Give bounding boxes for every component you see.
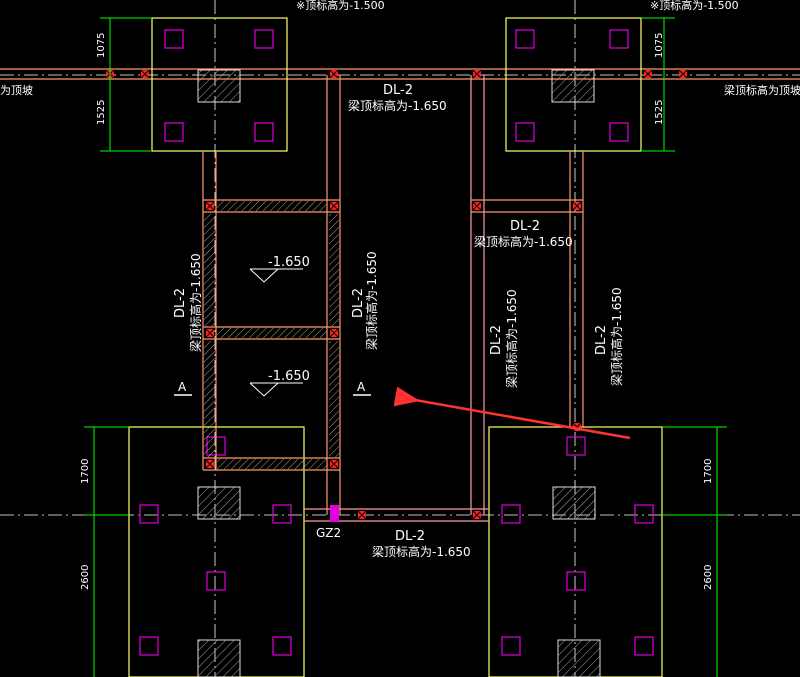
- dim-bottom-right-upper: 1700: [703, 459, 714, 484]
- level-text-lower: -1.650: [268, 369, 310, 384]
- beam-label-vert-r1: DL-2: [489, 325, 504, 355]
- label-top-left-cut: ※顶标高为-1.500: [296, 0, 385, 12]
- beam-vertical-r1: [470, 75, 485, 515]
- beam-label-bottom: DL-2: [395, 529, 425, 544]
- beam-label-mid-right: DL-2: [510, 219, 540, 234]
- dimension-lines: [84, 17, 727, 677]
- annotation-arrow: [393, 386, 631, 440]
- label-top-right-cut: ※顶标高为-1.500: [650, 0, 739, 12]
- footing-top-right: [505, 17, 642, 152]
- dim-top-left-lower: 1525: [96, 100, 107, 125]
- column-tag: GZ2: [316, 526, 341, 540]
- dim-bottom-left-lower: 2600: [80, 565, 91, 590]
- label-right-edge: 梁顶标高为顶坡: [724, 83, 800, 97]
- beam-elev-vert-left: 梁顶标高为-1.650: [188, 253, 203, 352]
- hatched-walls: [204, 201, 339, 469]
- beam-elev-vert-mid: 梁顶标高为-1.650: [364, 251, 379, 350]
- beam-label-top-center: DL-2: [383, 83, 413, 98]
- section-label-left: A: [178, 380, 187, 394]
- label-left-edge: 为顶坡: [0, 84, 33, 97]
- beam-label-vert-mid: DL-2: [351, 288, 366, 318]
- dim-bottom-left-upper: 1700: [80, 459, 91, 484]
- beam-elev-bottom: 梁顶标高为-1.650: [372, 544, 471, 559]
- beam-vertical-r2: [569, 151, 584, 427]
- footing-bottom-right: [488, 426, 663, 677]
- beam-vertical-mid: [326, 75, 341, 515]
- beam-elev-vert-r2: 梁顶标高为-1.650: [609, 287, 624, 386]
- level-text-upper: -1.650: [268, 255, 310, 270]
- beam-label-vert-left: DL-2: [173, 288, 188, 318]
- beam-horizontal-upper: [203, 199, 583, 213]
- dim-top-left-upper: 1075: [96, 33, 107, 58]
- beam-label-vert-r2: DL-2: [594, 325, 609, 355]
- footing-bottom-left: [128, 426, 305, 677]
- footing-top-left: [151, 17, 288, 152]
- beam-elev-mid-right: 梁顶标高为-1.650: [474, 234, 573, 249]
- dim-bottom-right-lower: 2600: [703, 565, 714, 590]
- beam-horizontal-low: [203, 457, 340, 471]
- dim-top-right-lower: 1525: [654, 100, 665, 125]
- beam-vertical-left: [202, 151, 217, 470]
- section-label-right: A: [357, 380, 366, 394]
- dim-top-right-upper: 1075: [654, 33, 665, 58]
- beam-top: [0, 68, 800, 80]
- beam-horizontal-mid: [203, 326, 340, 340]
- level-marker-lower: [249, 382, 303, 397]
- rebar-marks: [105, 69, 688, 522]
- level-marker-upper: [249, 268, 303, 283]
- beam-elev-top-center: 梁顶标高为-1.650: [348, 98, 447, 113]
- beam-elev-vert-r1: 梁顶标高为-1.650: [504, 289, 519, 388]
